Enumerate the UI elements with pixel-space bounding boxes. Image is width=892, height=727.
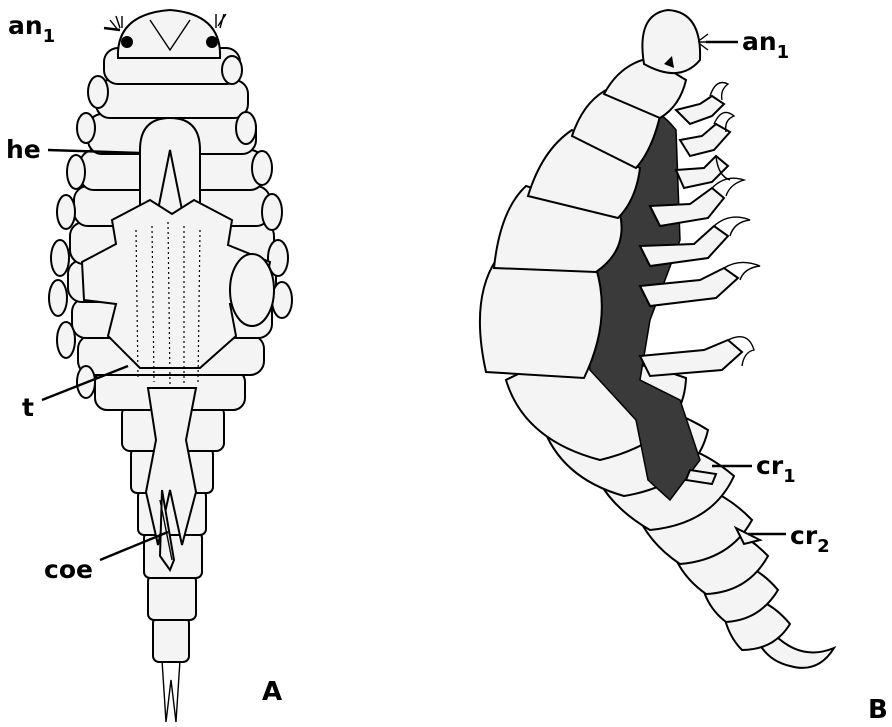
panel-label-B: B <box>868 695 888 725</box>
label-t: t <box>22 393 34 422</box>
label-cr2: cr2 <box>790 521 830 557</box>
specimen-lateral-view <box>480 10 834 668</box>
label-an1-A: an1 <box>8 11 55 47</box>
label-cr1: cr1 <box>756 451 796 487</box>
specimen-dorsal-view <box>49 10 292 722</box>
label-coe: coe <box>44 555 93 584</box>
label-he: he <box>6 135 41 164</box>
leader-an1-A <box>104 28 120 30</box>
panel-label-A: A <box>262 677 282 707</box>
label-an1-B: an1 <box>742 27 789 63</box>
